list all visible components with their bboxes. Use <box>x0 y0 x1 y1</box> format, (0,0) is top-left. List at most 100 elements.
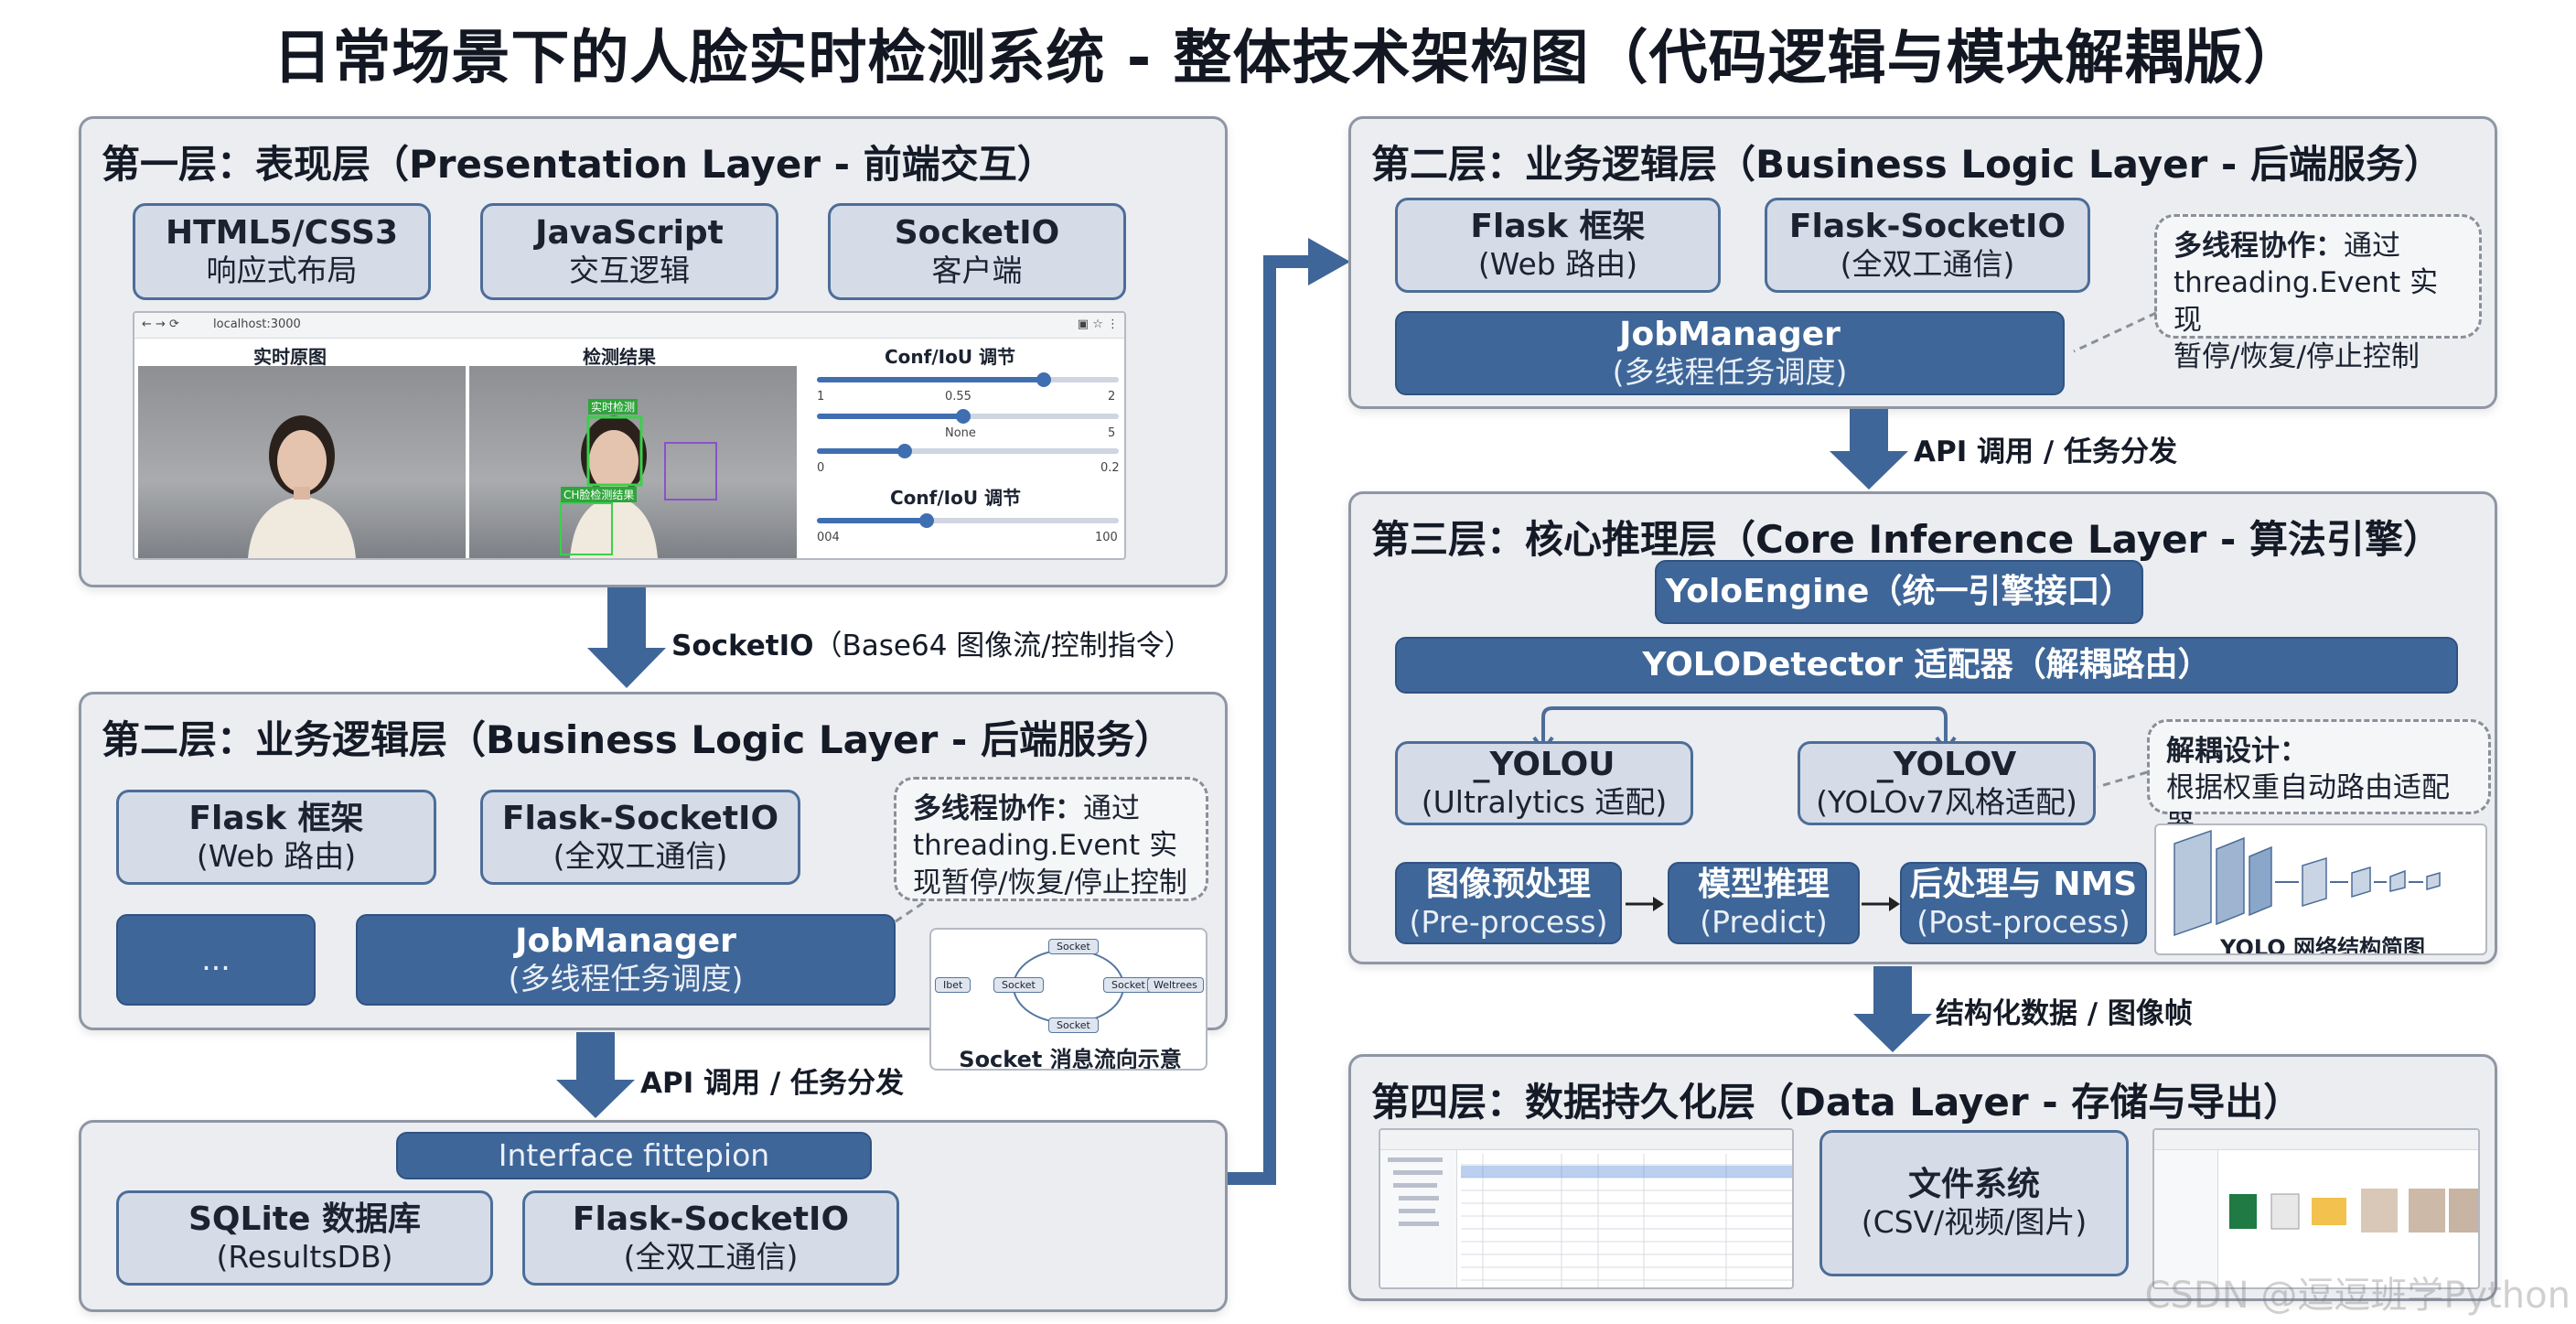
flow-node: Ibet <box>935 977 971 993</box>
frontend-ui-preview: ← → ⟳ localhost:3000 ▣ ☆ ⋮ 实时原图 检测结果 Con… <box>133 311 1126 560</box>
box-title: _YOLOV <box>1876 746 2017 784</box>
conf-slider-1-knob[interactable] <box>1036 372 1051 387</box>
pipeline-arrows <box>1626 897 1900 911</box>
filesystem-box: 文件系统 (CSV/视频/图片) <box>1819 1130 2129 1276</box>
box-title: 文件系统 <box>1907 1166 2040 1204</box>
ellipsis-text: ... <box>201 941 231 977</box>
arrow-socketio-label: SocketIO（Base64 图像流/控制指令） <box>671 622 1193 663</box>
note-text: 暂停/恢复/停止控制 <box>2174 339 2420 373</box>
iou-slider-2[interactable] <box>817 448 1119 454</box>
note-text: 现暂停/恢复/停止控制 <box>913 866 1187 899</box>
box-subtitle: (Ultralytics 适配) <box>1421 783 1668 820</box>
box-title: Flask-SocketIO <box>572 1200 850 1239</box>
data-layer-right: 第四层：数据持久化层（Data Layer - 存储与导出） <box>1348 1054 2497 1301</box>
flow-node: Socket <box>1048 1017 1099 1033</box>
explorer-toolbar <box>2154 1130 2478 1150</box>
slider-tick: 5 <box>1108 426 1116 440</box>
yolo-engine-box: YoloEngine（统一引擎接口） <box>1655 560 2143 624</box>
page-title: 日常场景下的人脸实时检测系统 - 整体技术架构图（代码逻辑与模块解耦版） <box>273 25 2303 92</box>
interface-text: Interface fittepion <box>498 1136 770 1173</box>
box-title: 后处理与 NMS <box>1909 866 2138 904</box>
arrow-down-socketio <box>587 587 666 688</box>
slider-tick: 1 <box>817 390 825 404</box>
engine-text: YoloEngine（统一引擎接口） <box>1665 572 2133 610</box>
box-subtitle: (全双工通信) <box>623 1238 799 1275</box>
yolo-detector-box: YOLODetector 适配器（解耦路由） <box>1395 637 2458 694</box>
box-subtitle: (YOLOv7风格适配) <box>1816 783 2077 820</box>
slider-tick: 004 <box>817 531 840 544</box>
box-title: _YOLOU <box>1473 746 1615 784</box>
arrow-api-label-left: API 调用 / 任务分发 <box>640 1067 904 1100</box>
javascript-box: JavaScript 交互逻辑 <box>480 203 778 300</box>
conf-slider-2[interactable] <box>817 518 1119 523</box>
yolo-network-caption: YOLO 网络结构简图 <box>2219 935 2426 955</box>
person-figure-detected-icon <box>560 415 717 558</box>
decouple-note-connector <box>2097 770 2148 789</box>
result-photo: 实时检测 CH脸检测结果 <box>469 366 797 558</box>
slider-tick: 2 <box>1108 390 1116 404</box>
box-subtitle: (多线程任务调度) <box>1612 353 1848 390</box>
arrow-structured-data-label: 结构化数据 / 图像帧 <box>1936 997 2193 1030</box>
data-layer-left: Interface fittepion SQLite 数据库 (ResultsD… <box>79 1120 1228 1312</box>
business-layer-right: 第二层：业务逻辑层（Business Logic Layer - 后端服务） F… <box>1348 116 2497 409</box>
ellipsis-box: ... <box>116 914 316 1006</box>
sqlite-browser-preview <box>1379 1128 1794 1289</box>
inference-layer: 第三层：核心推理层（Core Inference Layer - 算法引擎） Y… <box>1348 491 2497 964</box>
sqlite-box-left: SQLite 数据库 (ResultsDB) <box>116 1190 493 1286</box>
box-subtitle: (多线程任务调度) <box>508 960 744 996</box>
flow-node: Weltrees <box>1147 977 1204 993</box>
preprocess-box: 图像预处理 (Pre-process) <box>1395 862 1622 944</box>
box-title: 模型推理 <box>1697 866 1830 904</box>
box-title: Flask 框架 <box>1470 208 1646 246</box>
arrow-down-structured-data <box>1853 966 1932 1052</box>
note-bold: 解耦设计： <box>2166 735 2308 768</box>
predict-box: 模型推理 (Predict) <box>1668 862 1860 944</box>
db-tree-lines <box>1388 1157 1443 1226</box>
box-subtitle: 交互逻辑 <box>569 252 690 288</box>
flask-socketio-box-left: Flask-SocketIO (全双工通信) <box>480 790 800 885</box>
flow-node: Socket <box>993 977 1044 993</box>
connector-left-to-right <box>1228 238 1350 1185</box>
note-text: 通过 <box>1083 792 1140 825</box>
box-title: Flask 框架 <box>188 800 364 838</box>
decouple-note: 解耦设计： 根据权重自动路由适配器 <box>2147 719 2491 842</box>
box-subtitle: (全双工通信) <box>1840 245 2015 282</box>
box-subtitle: 响应式布局 <box>206 252 358 288</box>
flow-node: Socket <box>1048 939 1099 954</box>
iou-slider-1-knob[interactable] <box>956 409 971 424</box>
box-subtitle: (CSV/视频/图片) <box>1861 1203 2088 1240</box>
iou-slider-2-knob[interactable] <box>897 444 912 458</box>
nav-arrows-icon: ← → ⟳ <box>142 318 179 331</box>
presentation-layer-title: 第一层：表现层（Presentation Layer - 前端交互） <box>102 142 1056 187</box>
arrow-api-label-right: API 调用 / 任务分发 <box>1914 436 2177 468</box>
box-title: JavaScript <box>535 214 724 253</box>
box-subtitle: 客户端 <box>931 252 1023 288</box>
file-explorer-preview <box>2152 1128 2480 1289</box>
presentation-layer: 第一层：表现层（Presentation Layer - 前端交互） HTML5… <box>79 116 1228 587</box>
business-layer-left-title: 第二层：业务逻辑层（Business Logic Layer - 后端服务） <box>102 717 1173 762</box>
box-subtitle: (Predict) <box>1700 903 1828 940</box>
slider-tick: 0.55 <box>945 390 971 404</box>
box-subtitle: (Web 路由) <box>1477 245 1638 282</box>
box-title: JobManager <box>515 922 736 961</box>
arrow-down-api-left <box>556 1032 635 1118</box>
note-text: threading.Event 实 <box>913 829 1178 863</box>
conf-slider-2-knob[interactable] <box>919 513 934 528</box>
box-subtitle: (全双工通信) <box>553 837 728 874</box>
socket-flow-diagram: Socket Socket Socket Socket Ibet Weltree… <box>929 928 1208 1071</box>
box-title: Flask-SocketIO <box>501 800 779 838</box>
arrow-down-api-right <box>1830 409 1908 490</box>
html5-css3-box: HTML5/CSS3 响应式布局 <box>133 203 431 300</box>
address-bar: localhost:3000 <box>213 318 301 331</box>
interface-bar: Interface fittepion <box>396 1132 872 1179</box>
col-controls-label: Conf/IoU 调节 <box>885 346 1016 368</box>
db-toolbar <box>1380 1130 1792 1150</box>
slider-tick: 100 <box>1095 531 1118 544</box>
network-structure-graph <box>2174 829 2441 937</box>
yolou-box: _YOLOU (Ultralytics 适配) <box>1395 741 1693 825</box>
note-text: 根据权重自动路由适配器 <box>2166 771 2450 841</box>
iou-slider-1-fill <box>817 414 963 419</box>
box-title: HTML5/CSS3 <box>165 214 399 253</box>
col-result-label: 检测结果 <box>583 346 656 368</box>
yolov-box: _YOLOV (YOLOv7风格适配) <box>1798 741 2096 825</box>
